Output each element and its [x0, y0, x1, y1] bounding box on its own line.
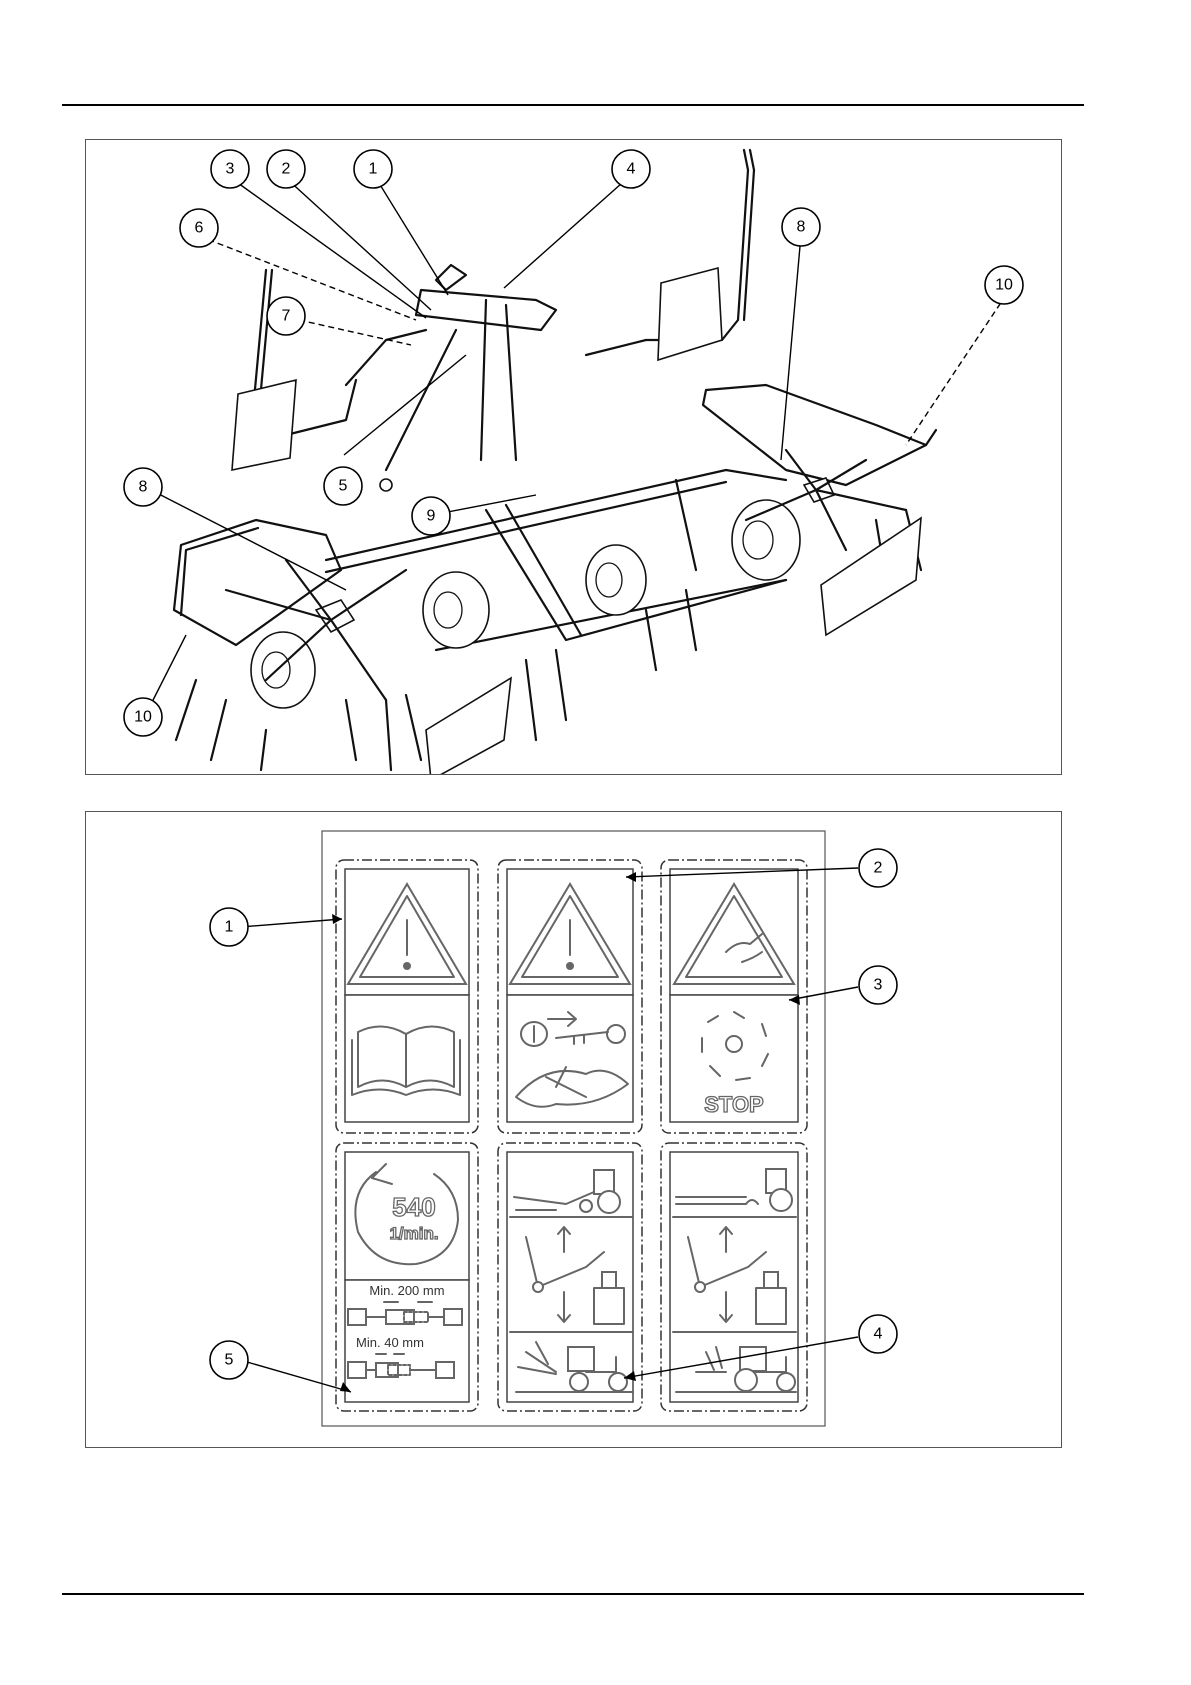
- decal-min-40: Min. 40 mm: [356, 1335, 424, 1350]
- decal-read-manual: [345, 869, 469, 1122]
- footer-rule: [62, 1593, 1084, 1595]
- callout-8-right: 8: [782, 208, 820, 246]
- decal-stop-rotors: STOP: [670, 869, 798, 1122]
- decal-speed-unit: 1/min.: [389, 1224, 438, 1243]
- headstock: [346, 265, 556, 491]
- header-rule: [62, 104, 1084, 106]
- rotor-guard-right: [703, 385, 936, 485]
- svg-text:10: 10: [134, 709, 152, 726]
- main-frame: [326, 470, 786, 650]
- transport-shields: [426, 518, 921, 774]
- decal-transport-position: [507, 1152, 633, 1402]
- safety-decals-panel: STOP 540 1/min. Min. 200 mm Min. 40 mm: [85, 811, 1062, 1448]
- callout-decal-2: 2: [859, 849, 897, 887]
- callout-1: 1: [354, 150, 392, 188]
- machine-illustration: 1 2 3 4 5 6 7 8 9 10 8 10: [86, 140, 1061, 774]
- svg-text:5: 5: [339, 478, 348, 495]
- callout-decal-3: 3: [859, 966, 897, 1004]
- decal-remove-key: [507, 869, 633, 1122]
- svg-text:9: 9: [427, 508, 436, 525]
- callout-2: 2: [267, 150, 305, 188]
- callout-9: 9: [412, 497, 450, 535]
- callout-decal-4: 4: [859, 1315, 897, 1353]
- callout-3: 3: [211, 150, 249, 188]
- callout-4: 4: [612, 150, 650, 188]
- svg-text:2: 2: [282, 161, 291, 178]
- svg-text:3: 3: [874, 977, 883, 994]
- svg-text:6: 6: [195, 220, 204, 237]
- callout-10-left: 10: [124, 698, 162, 736]
- svg-text:1: 1: [369, 161, 378, 178]
- svg-text:3: 3: [226, 161, 235, 178]
- svg-text:2: 2: [874, 860, 883, 877]
- side-shield-right: [586, 150, 754, 360]
- decal-speed-value: 540: [392, 1192, 435, 1222]
- decal-working-position: [670, 1152, 798, 1402]
- callout-7: 7: [267, 297, 305, 335]
- callout-5: 5: [324, 467, 362, 505]
- svg-text:1: 1: [225, 919, 234, 936]
- callout-6: 6: [180, 209, 218, 247]
- decal-pto-speed: 540 1/min. Min. 200 mm Min. 40 mm: [345, 1152, 469, 1402]
- decal-min-200: Min. 200 mm: [369, 1283, 444, 1298]
- callout-10-right: 10: [985, 266, 1023, 304]
- safety-decals-illustration: STOP 540 1/min. Min. 200 mm Min. 40 mm: [86, 812, 1061, 1447]
- svg-text:4: 4: [627, 161, 636, 178]
- svg-text:8: 8: [139, 479, 148, 496]
- svg-text:10: 10: [995, 277, 1013, 294]
- svg-text:4: 4: [874, 1326, 883, 1343]
- callout-8-left: 8: [124, 468, 162, 506]
- rotor-guard-left: [174, 520, 341, 645]
- decal-stop-text: STOP: [704, 1092, 764, 1117]
- svg-text:7: 7: [282, 308, 291, 325]
- svg-text:8: 8: [797, 219, 806, 236]
- svg-text:5: 5: [225, 1352, 234, 1369]
- callout-decal-5: 5: [210, 1341, 248, 1379]
- callout-decal-1: 1: [210, 908, 248, 946]
- machine-illustration-panel: 1 2 3 4 5 6 7 8 9 10 8 10: [85, 139, 1062, 775]
